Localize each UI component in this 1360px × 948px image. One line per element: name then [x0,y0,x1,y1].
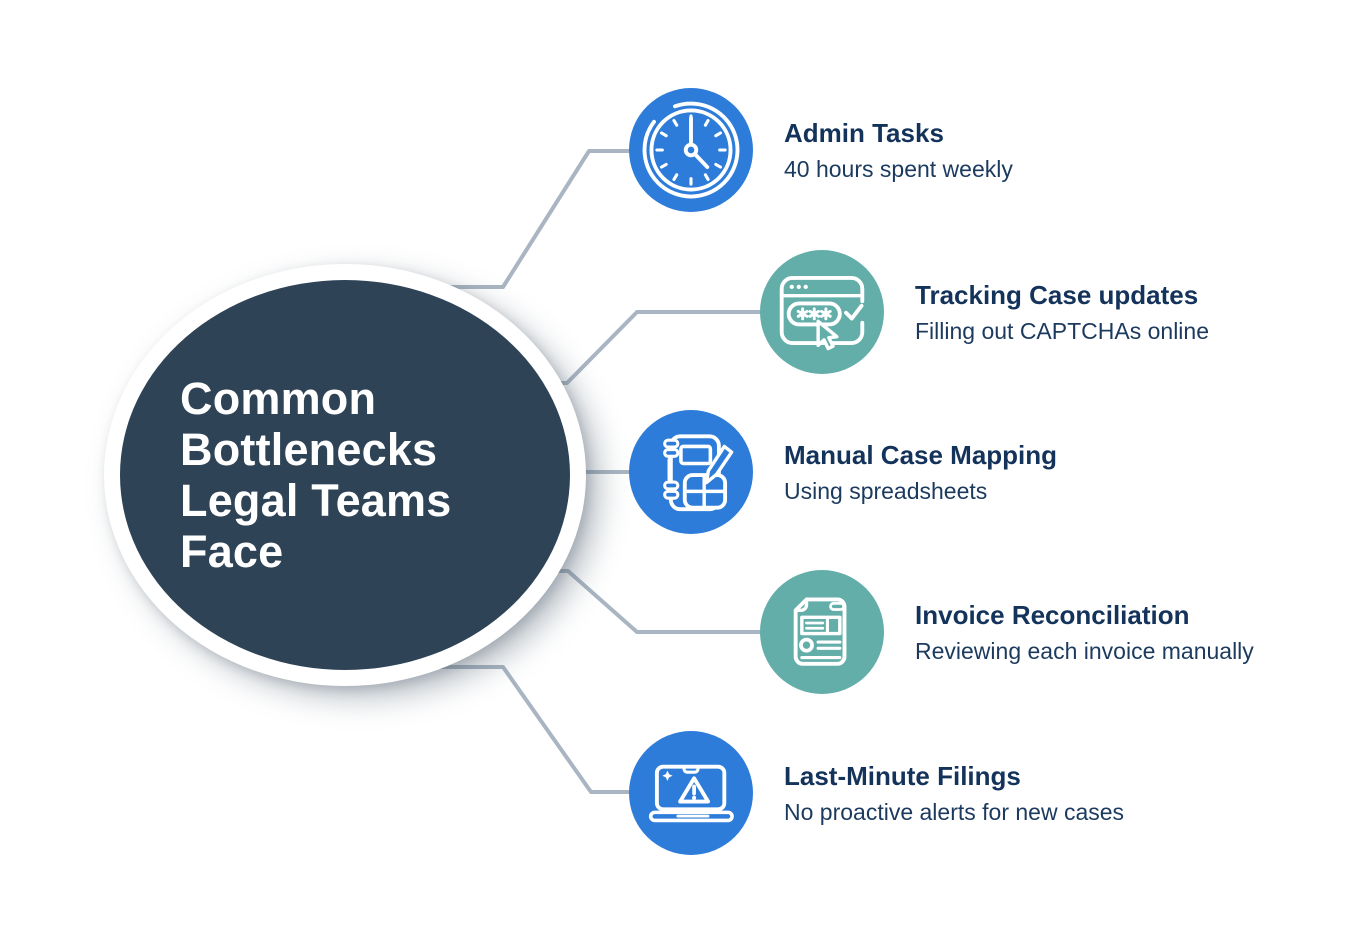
bottleneck-item-last-minute-filings: Last-Minute Filings No proactive alerts … [629,731,1124,855]
central-title-line: Common [180,373,377,424]
clock-icon [629,88,753,212]
item-subtitle: Reviewing each invoice manually [915,637,1254,664]
central-title-line: Face [180,526,284,577]
item-title: Manual Case Mapping [784,439,1058,470]
central-topic-circle: Common Bottlenecks Legal Teams Face [104,264,586,686]
item-text-block: Invoice Reconciliation Reviewing each in… [915,599,1254,666]
central-title-line: Legal Teams [180,475,452,526]
item-title: Invoice Reconciliation [915,599,1190,630]
notebook-spreadsheet-icon [629,410,753,534]
bottleneck-item-manual-case-mapping: Manual Case Mapping Using spreadsheets [629,410,1057,534]
bottleneck-item-tracking-case-updates: Tracking Case updates Filling out CAPTCH… [760,250,1209,374]
item-text-block: Last-Minute Filings No proactive alerts … [784,760,1124,827]
item-text-block: Tracking Case updates Filling out CAPTCH… [915,279,1209,346]
item-text-block: Admin Tasks 40 hours spent weekly [784,117,1013,184]
laptop-warning-icon [629,731,753,855]
item-subtitle: 40 hours spent weekly [784,155,1013,182]
bottleneck-item-admin-tasks: Admin Tasks 40 hours spent weekly [629,88,1013,212]
item-text-block: Manual Case Mapping Using spreadsheets [784,439,1057,506]
connector-line-5 [398,665,632,794]
item-subtitle: No proactive alerts for new cases [784,798,1125,825]
captcha-browser-icon [760,250,884,374]
item-title: Last-Minute Filings [784,760,1021,791]
item-subtitle: Filling out CAPTCHAs online [915,317,1210,344]
central-title-line: Bottlenecks [180,424,438,475]
item-title: Admin Tasks [784,117,944,148]
item-subtitle: Using spreadsheets [784,477,988,504]
invoice-document-icon [760,570,884,694]
bottleneck-item-invoice-reconciliation: Invoice Reconciliation Reviewing each in… [760,570,1254,694]
connector-line-1 [402,149,632,289]
item-title: Tracking Case updates [915,279,1199,310]
